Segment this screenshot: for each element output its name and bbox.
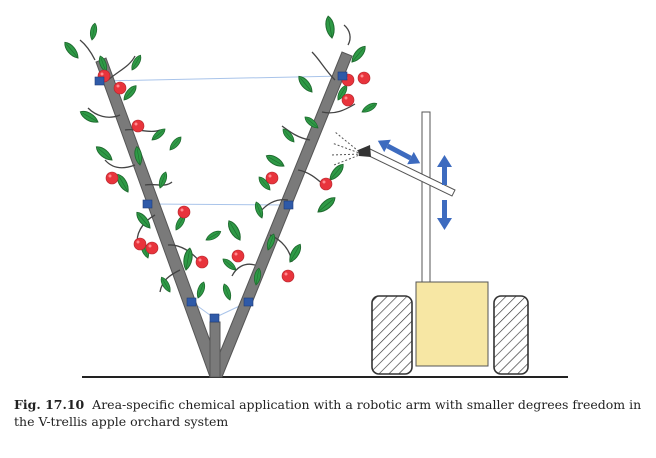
robot-body xyxy=(415,281,489,367)
central-trunk xyxy=(209,321,221,378)
robot-vehicle xyxy=(358,111,529,375)
vertical-double-arrow-down xyxy=(437,200,452,230)
leaves xyxy=(61,15,379,302)
horizontal-double-arrow xyxy=(377,139,421,165)
v-trellis-diagram xyxy=(61,15,568,378)
v-trellis-tree xyxy=(61,15,379,378)
spray-cone xyxy=(331,131,363,166)
trellis-clips xyxy=(94,71,348,323)
figure-label: Fig. 17.10 xyxy=(14,397,85,412)
right-trunk xyxy=(209,51,353,378)
caption-text: Area-specific chemical application with … xyxy=(14,397,642,429)
robot-mast xyxy=(421,111,431,283)
trellis-wires xyxy=(99,75,344,319)
left-wheel xyxy=(371,295,413,375)
vertical-double-arrow-up xyxy=(437,155,452,185)
right-wheel xyxy=(493,295,529,375)
left-trunk xyxy=(95,57,221,378)
figure-caption: Fig. 17.10 Area-specific chemical applic… xyxy=(14,396,644,430)
branches xyxy=(79,24,356,293)
spray-nozzle xyxy=(358,145,371,157)
